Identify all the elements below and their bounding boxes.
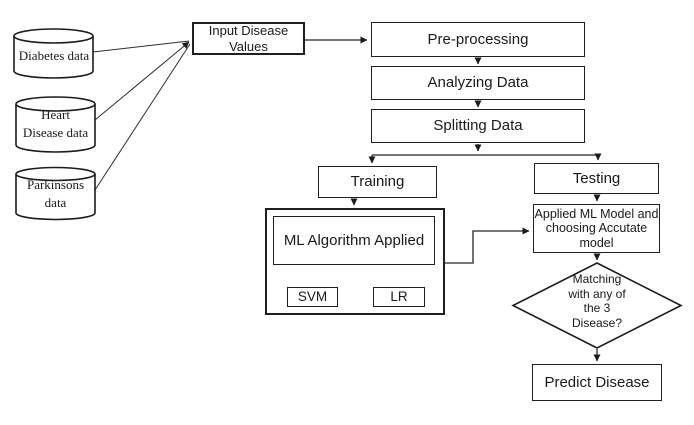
- decision-diamond-shape: [511, 262, 683, 349]
- node-predict-disease: Predict Disease: [532, 364, 662, 401]
- datastore-label-heart-disease: Heart Disease data: [22, 107, 89, 140]
- node-pre-processing: Pre-processing: [371, 22, 585, 57]
- node-training: Training: [318, 166, 437, 198]
- node-applied-ml-model: Applied ML Model and choosing Accutate m…: [533, 204, 660, 253]
- diabetes-database-cylinder-icon: [13, 28, 94, 79]
- datastore-label-diabetes: Diabetes data: [18, 48, 90, 63]
- datastore-label-parkinsons: Parkinsons data: [26, 177, 85, 210]
- decision-diamond-label: Matching with any of the 3 Disease?: [568, 272, 626, 330]
- datastore-connector-lines: [92, 40, 191, 191]
- node-analyzing-data: Analyzing Data: [371, 66, 585, 100]
- node-svm: SVM: [287, 287, 338, 307]
- node-testing: Testing: [534, 163, 659, 194]
- heart-disease-database-cylinder-icon: [15, 96, 96, 153]
- node-splitting-data: Splitting Data: [371, 109, 585, 143]
- flow-arrow-lines: [305, 36, 602, 362]
- parkinsons-database-cylinder-icon: [15, 166, 96, 221]
- node-input-disease-values: Input Disease Values: [192, 22, 305, 55]
- node-lr: LR: [373, 287, 425, 307]
- node-ml-algorithm-applied: ML Algorithm Applied: [273, 216, 435, 265]
